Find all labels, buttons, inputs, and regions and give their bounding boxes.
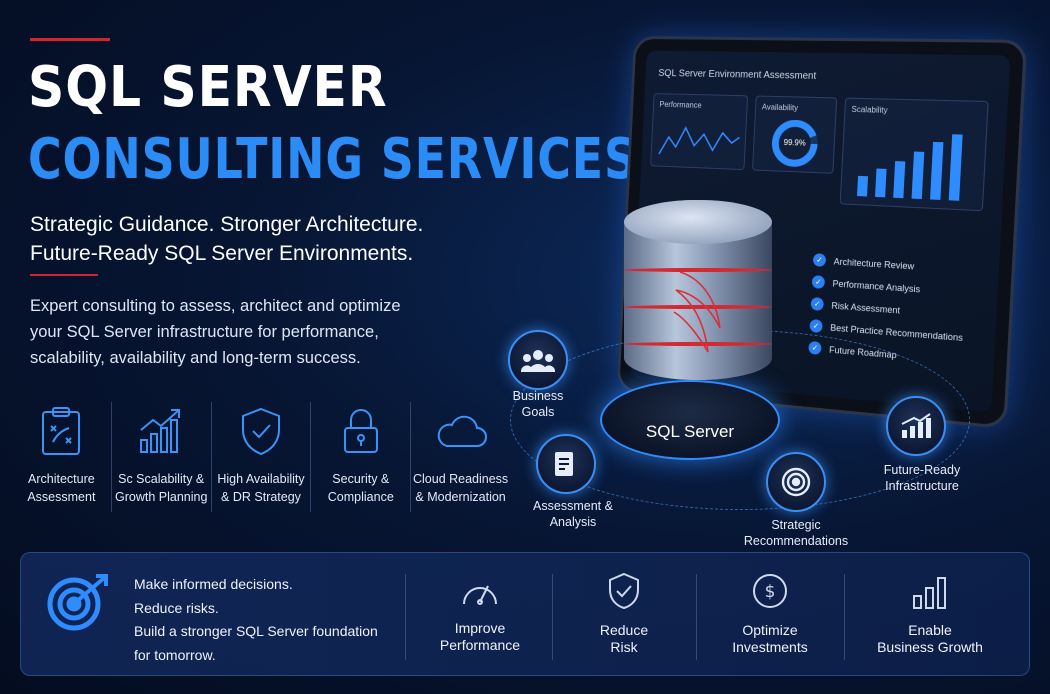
hub-node-label: Future-Ready Infrastructure	[866, 462, 978, 494]
hub-node-label: Assessment & Analysis	[518, 498, 628, 530]
page-title-line2: CONSULTING SERVICES	[28, 132, 638, 188]
availability-label: Availability	[762, 103, 799, 113]
description-line1: Expert consulting to assess, architect a…	[30, 293, 401, 319]
sql-server-logo-icon	[670, 268, 730, 358]
shield-check-icon	[239, 406, 283, 456]
benefit-improve-performance: Improve Performance	[410, 572, 550, 664]
cloud-icon	[433, 406, 489, 456]
message-line3: Build a stronger SQL Server foundation	[134, 620, 378, 644]
feature-architecture: Architecture Assessment	[12, 402, 112, 512]
feature-high-availability: High Availability & DR Strategy	[212, 402, 312, 512]
benefit-business-growth: Enable Business Growth	[848, 572, 1012, 664]
document-analysis-icon	[553, 450, 579, 478]
checklist-item: ✓ Architecture Review	[813, 253, 967, 276]
feature-label: Sc Scalability & Growth Planning	[115, 470, 207, 506]
feature-scalability: Sc Scalability & Growth Planning	[112, 402, 212, 512]
check-icon: ✓	[811, 297, 824, 311]
performance-panel: Performance	[650, 93, 748, 170]
people-icon	[521, 348, 555, 372]
divider	[844, 574, 845, 660]
bottom-message: Make informed decisions. Reduce risks. B…	[134, 573, 378, 667]
feature-label: Architecture Assessment	[27, 470, 95, 506]
feature-label: High Availability & DR Strategy	[217, 470, 304, 506]
lock-icon	[341, 406, 381, 456]
checklist-text: Best Practice Recommendations	[830, 322, 963, 342]
feature-row: Architecture Assessment Sc Scalability &…	[12, 402, 510, 512]
dollar-coin-icon: $	[751, 572, 789, 610]
hub-node-assessment	[536, 434, 596, 494]
performance-line-chart	[657, 117, 742, 163]
benefit-reduce-risk: Reduce Risk	[556, 572, 692, 664]
bar-growth-icon	[911, 572, 949, 610]
checklist-item: ✓ Risk Assessment	[811, 297, 965, 321]
check-icon: ✓	[813, 253, 826, 267]
database-pedestal	[600, 380, 780, 460]
shield-check-icon	[606, 572, 642, 610]
divider	[696, 574, 697, 660]
gauge-icon	[460, 572, 500, 608]
feature-label: Cloud Readiness & Modernization	[413, 470, 508, 506]
database-top	[624, 200, 772, 244]
availability-panel: Availability 99.9%	[752, 96, 837, 174]
description: Expert consulting to assess, architect a…	[30, 293, 401, 371]
scalability-panel: Scalability	[840, 98, 989, 212]
checklist-text: Risk Assessment	[831, 300, 900, 315]
message-line2: Reduce risks.	[134, 597, 378, 621]
benefit-label: Optimize Investments	[732, 622, 807, 656]
divider	[405, 574, 406, 660]
subtitle-divider	[30, 274, 98, 276]
feature-security: Security & Compliance	[311, 402, 411, 512]
message-line1: Make informed decisions.	[134, 573, 378, 597]
subtitle-line2: Future-Ready SQL Server Environments.	[30, 239, 423, 268]
benefit-label: Enable Business Growth	[877, 622, 983, 656]
availability-value: 99.9%	[754, 137, 836, 149]
benefit-label: Improve Performance	[440, 620, 520, 654]
hub-node-label: Business Goals	[492, 388, 584, 420]
scalability-bar-chart	[853, 127, 976, 203]
check-icon: ✓	[809, 319, 822, 333]
feature-label: Security & Compliance	[328, 470, 394, 506]
growth-chart-icon	[137, 406, 185, 456]
clipboard-strategy-icon	[39, 406, 83, 456]
check-icon: ✓	[812, 275, 825, 289]
checklist-item: ✓ Performance Analysis	[812, 275, 966, 299]
description-line3: scalability, availability and long-term …	[30, 345, 401, 371]
hub-node-future-ready	[886, 396, 946, 456]
page-title-line1: SQL SERVER	[28, 60, 388, 116]
performance-label: Performance	[659, 100, 701, 110]
benefit-label: Reduce Risk	[600, 622, 648, 656]
dashboard-title: SQL Server Environment Assessment	[658, 68, 816, 82]
target-arrow-icon	[44, 572, 112, 632]
divider	[552, 574, 553, 660]
target-icon	[780, 466, 812, 498]
top-accent-line	[30, 38, 110, 41]
svg-text:$: $	[765, 582, 776, 602]
scalability-label: Scalability	[851, 105, 888, 115]
checklist-text: Performance Analysis	[832, 278, 920, 294]
hub-node-label: Strategic Recommendations	[732, 517, 860, 549]
checklist-text: Architecture Review	[833, 256, 914, 271]
bar-chart-up-icon	[900, 412, 932, 440]
hub-center-label: SQL Server	[600, 422, 780, 442]
benefit-optimize-investments: $ Optimize Investments	[700, 572, 840, 664]
description-line2: your SQL Server infrastructure for perfo…	[30, 319, 401, 345]
subtitle: Strategic Guidance. Stronger Architectur…	[30, 210, 423, 268]
subtitle-line1: Strategic Guidance. Stronger Architectur…	[30, 210, 423, 239]
message-line4: for tomorrow.	[134, 644, 378, 668]
hub-node-strategic	[766, 452, 826, 512]
hub-node-business-goals	[508, 330, 568, 390]
